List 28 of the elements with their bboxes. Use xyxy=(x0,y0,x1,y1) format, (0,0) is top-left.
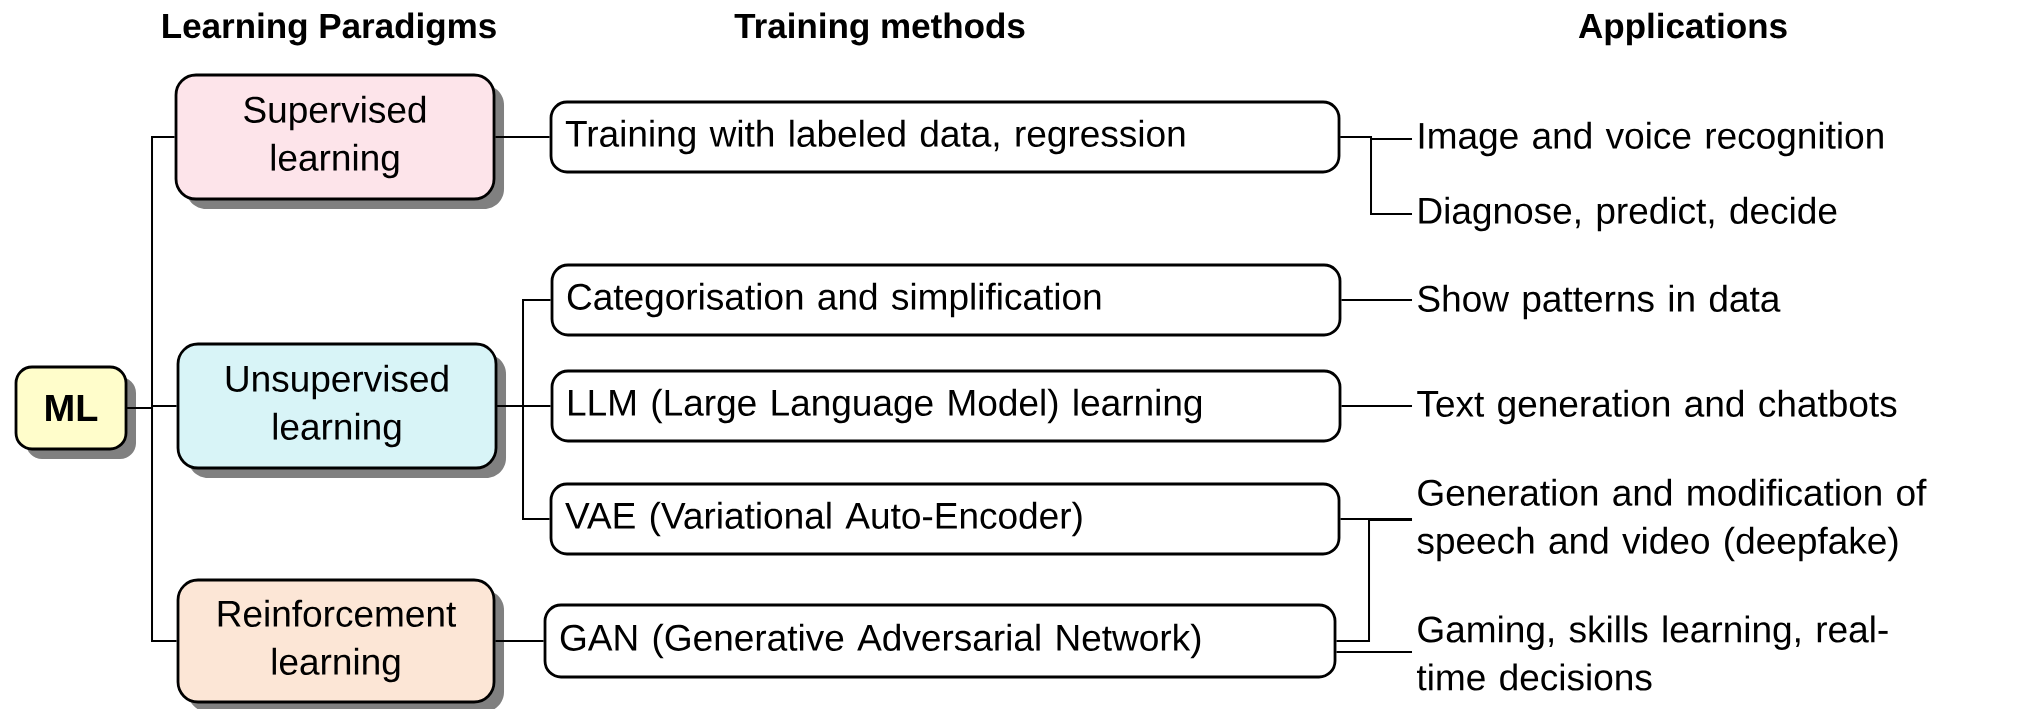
connector-line xyxy=(1339,136,1413,215)
application-text: Text generation and chatbots xyxy=(1417,389,1897,425)
connector-line xyxy=(1335,519,1413,642)
method-box: Training with labeled data, regression xyxy=(549,100,1341,174)
application-text: Generation and modification of speech and video (deepfake) xyxy=(1417,478,1927,562)
connector-line xyxy=(126,407,178,642)
column-heading: Applications xyxy=(1578,12,1787,46)
application-text: Gaming, skills learning, real-time decisions xyxy=(1417,615,1888,691)
paradigm-box: Supervised learning xyxy=(174,73,504,209)
connector-line xyxy=(494,136,551,138)
application-text: Diagnose, predict, decide xyxy=(1419,196,1837,232)
connector-line xyxy=(494,640,545,642)
paradigm-box: Reinforcement learning xyxy=(176,578,504,709)
method-box: Categorisation and simplification xyxy=(550,263,1342,337)
application-text: Image and voice recognition xyxy=(1419,121,1883,157)
connector-line xyxy=(496,405,551,520)
application-text: Show patterns in data xyxy=(1418,284,1781,320)
paradigm-box: Unsupervised learning xyxy=(176,342,506,478)
connector-line xyxy=(1340,405,1413,407)
root-box: ML xyxy=(14,365,136,459)
column-heading: Learning Paradigms xyxy=(163,12,496,46)
connector-line xyxy=(1335,651,1413,653)
connector-line xyxy=(1339,518,1413,520)
method-box: VAE (Variational Auto-Encoder) xyxy=(549,482,1341,556)
method-box: LLM (Large Language Model) learning xyxy=(550,369,1342,443)
method-box: GAN (Generative Adversarial Network) xyxy=(543,603,1337,679)
connector-line xyxy=(1340,299,1413,301)
column-heading: Training methods xyxy=(734,12,1025,46)
